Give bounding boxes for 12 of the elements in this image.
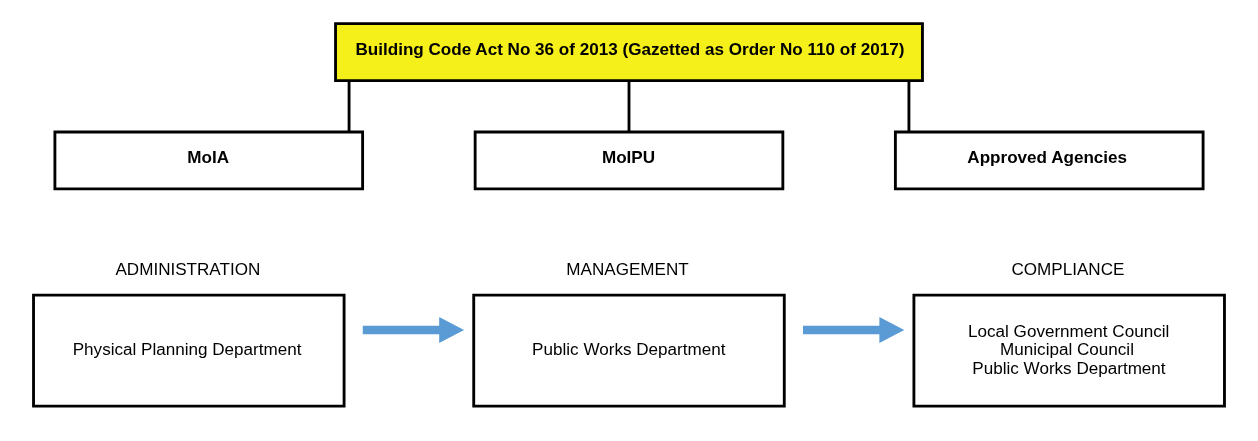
node-label: MANAGEMENT (566, 259, 689, 279)
node-box: MoIPU (473, 130, 785, 190)
connector (627, 80, 631, 132)
arrow (802, 316, 905, 343)
node-label: COMPLIANCE (1011, 259, 1125, 279)
node-label: ADMINISTRATION (115, 259, 261, 279)
node-box: MoIA (53, 130, 365, 190)
connector (907, 80, 911, 132)
node-box: Approved Agencies (893, 130, 1205, 190)
arrow (362, 316, 465, 343)
node-box: Building Code Act No 36 of 2013 (Gazetted as Order No 110 of 2017) (334, 21, 924, 82)
connector (347, 80, 351, 132)
